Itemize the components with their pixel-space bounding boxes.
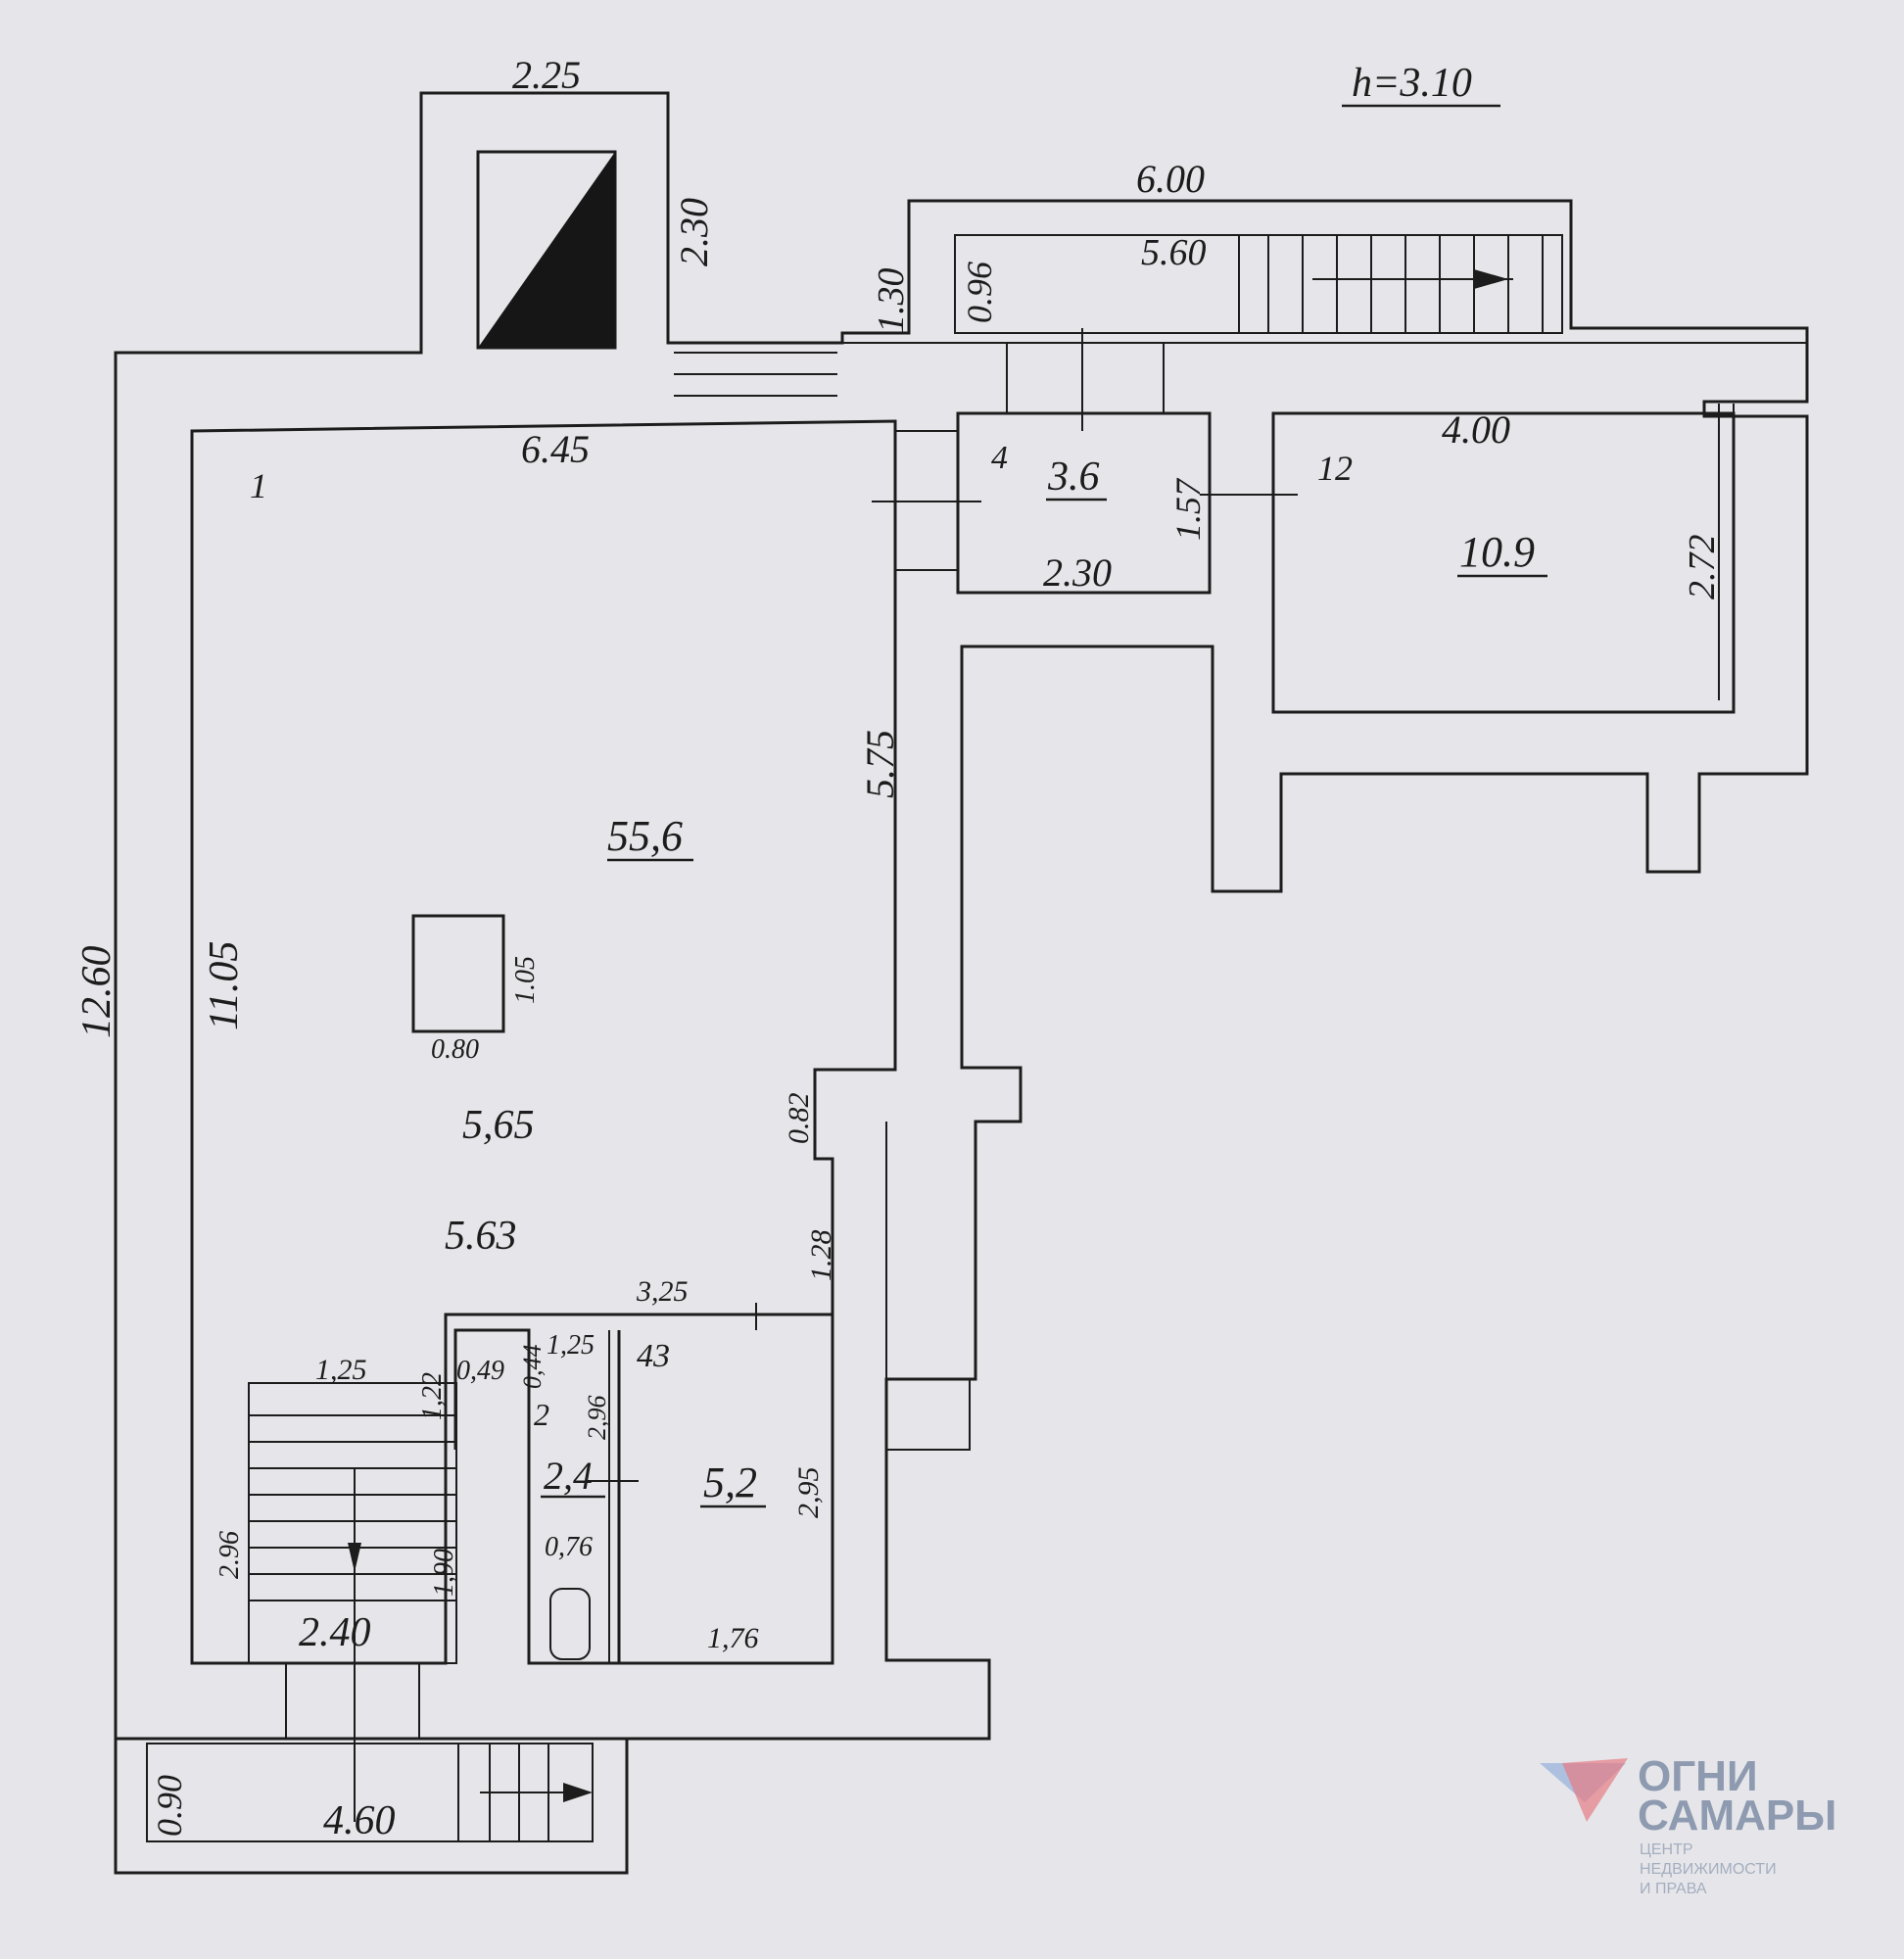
upper-stair-arrow (1474, 269, 1508, 289)
dim-column-h: 1.05 (510, 956, 541, 1004)
dim-upper-stair-width: 6.00 (1136, 157, 1205, 201)
upper-stair-inner (954, 234, 1563, 334)
dim-hall-width-1: 5,65 (462, 1103, 535, 1148)
outer-wall (114, 91, 1809, 1875)
room-43-area: 5,2 (703, 1458, 757, 1506)
room-4-number: 4 (991, 440, 1008, 476)
logo-tagline-line1: ЦЕНТР (1640, 1841, 1693, 1858)
dim-upper-stair-inner-height: 0.96 (960, 262, 999, 323)
dim-room4-depth: 1.57 (1168, 477, 1208, 541)
logo-tagline-line2: НЕДВИЖИМОСТИ (1640, 1861, 1777, 1878)
dim-upper-stair-height: 1.30 (871, 268, 912, 334)
dim-stair-bottom: 2.40 (299, 1610, 371, 1655)
dim-room4-width: 2.30 (1043, 550, 1112, 595)
dim-room12-depth: 2.72 (1682, 535, 1723, 600)
room-4-area: 3.6 (1047, 454, 1100, 500)
room-2-number: 2 (534, 1397, 549, 1432)
dim-niche-depth: 0.82 (783, 1093, 815, 1145)
toilet (549, 1588, 591, 1660)
room-12-area: 10.9 (1459, 528, 1535, 576)
dim-room43-height: 2,95 (792, 1467, 825, 1519)
height-note: h=3.10 (1352, 61, 1472, 106)
shaft-fill (478, 152, 615, 348)
dim-hall-right-segment: 5.75 (858, 730, 902, 798)
dim-entrance-depth: 0.90 (150, 1775, 189, 1837)
dim-hall-width-2: 5.63 (445, 1214, 517, 1259)
dim-entrance-width: 4.60 (323, 1798, 396, 1843)
dim-wc-door: 0,76 (545, 1532, 593, 1562)
dim-wc-opening: 0,49 (456, 1356, 504, 1386)
logo-name-line2: САМАРЫ (1638, 1792, 1836, 1840)
room-2-area: 2,4 (544, 1454, 593, 1498)
dim-stair-landing: 1,90 (429, 1549, 459, 1597)
small-stair (674, 352, 837, 397)
dim-stair-step-a: 1,22 (417, 1372, 448, 1420)
room-1-area: 55,6 (607, 812, 683, 860)
room-1-number: 1 (250, 466, 267, 505)
logo-tagline-line3: И ПРАВА (1640, 1881, 1707, 1897)
dim-stair-run: 2.96 (214, 1531, 245, 1579)
dim-shaft-width: 2.25 (512, 53, 581, 97)
upper-stair-steps (1238, 235, 1544, 333)
dim-wc-depth: 2,96 (583, 1396, 611, 1441)
dim-room43-width: 1,76 (707, 1622, 759, 1654)
dim-niche-height: 1.28 (805, 1230, 837, 1282)
corridor-right-wall (885, 1122, 971, 1660)
dim-upper-stair-inner: 5.60 (1141, 232, 1207, 273)
dim-column-w: 0.80 (431, 1034, 479, 1065)
dim-wc-block-width: 3,25 (636, 1275, 689, 1308)
brand-logo: ОГНИ САМАРЫ ЦЕНТР НЕДВИЖИМОСТИ И ПРАВА (1540, 1752, 1836, 1897)
logo-mark-red (1562, 1758, 1628, 1822)
column (411, 914, 505, 1033)
dim-wc-top-width: 1,25 (547, 1330, 595, 1361)
lower-stair-arrow (348, 1543, 361, 1572)
room-4-outline (956, 411, 1212, 595)
dim-hall-width-top: 6.45 (521, 427, 590, 471)
lower-stair (248, 1382, 457, 1822)
room-12-number: 12 (1317, 449, 1353, 488)
dim-wc-top-a: 0,44 (518, 1345, 547, 1390)
room-43-number: 43 (637, 1338, 670, 1374)
dim-shaft-height: 2.30 (672, 198, 716, 266)
dim-hall-height: 11.05 (202, 941, 247, 1030)
wc-block (446, 1313, 834, 1665)
logo-name-line1: ОГНИ (1638, 1752, 1758, 1800)
entrance-arrow (563, 1783, 593, 1802)
dim-left-outer: 12.60 (74, 946, 119, 1039)
dim-room12-width: 4.00 (1442, 407, 1510, 452)
dim-stair-width: 1,25 (315, 1354, 367, 1386)
